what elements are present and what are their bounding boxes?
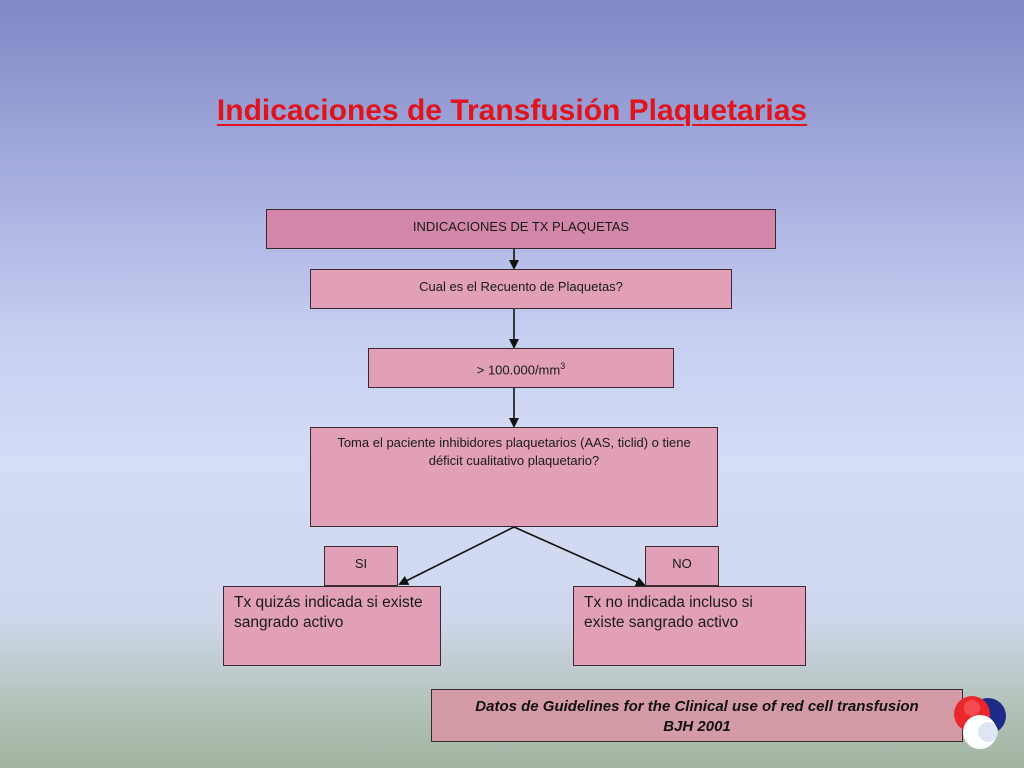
platelet-count-exponent: 3 [560, 361, 566, 371]
inhibitors-question-box: Toma el paciente inhibidores plaquetario… [310, 427, 718, 527]
no-result-text: Tx no indicada incluso si existe sangrad… [584, 594, 753, 631]
platelet-count-question-text: Cual es el Recuento de Plaquetas? [419, 279, 623, 294]
logo-icon [954, 696, 1006, 749]
source-citation-line1: Datos de Guidelines for the Clinical use… [475, 698, 919, 715]
header-box-text: INDICACIONES DE TX PLAQUETAS [412, 219, 630, 234]
inhibitors-question-text: Toma el paciente inhibidores plaquetario… [337, 435, 691, 468]
platelet-count-value-box: > 100.000/mm3 [368, 348, 674, 388]
yes-result-box: Tx quizás indicada si existe sangrado ac… [223, 586, 441, 666]
arrow-to-yes-result [398, 526, 515, 585]
source-citation-line2: BJH 2001 [663, 718, 731, 735]
platelet-count-value-text: > 100.000/mm [476, 362, 561, 378]
yes-result-text: Tx quizás indicada si existe sangrado ac… [234, 594, 423, 631]
platelet-count-question-box: Cual es el Recuento de Plaquetas? [310, 269, 732, 309]
header-box: INDICACIONES DE TX PLAQUETAS [266, 209, 776, 249]
no-label-box: NO [645, 546, 719, 586]
source-citation-box: Datos de Guidelines for the Clinical use… [431, 689, 963, 742]
no-result-box: Tx no indicada incluso si existe sangrad… [573, 586, 806, 666]
no-label-text: NO [672, 556, 692, 571]
yes-label-text: SI [354, 556, 368, 571]
page-title: Indicaciones de Transfusión Plaquetarias [216, 94, 808, 127]
yes-label-box: SI [324, 546, 398, 586]
arrow-to-no-result [513, 526, 646, 587]
